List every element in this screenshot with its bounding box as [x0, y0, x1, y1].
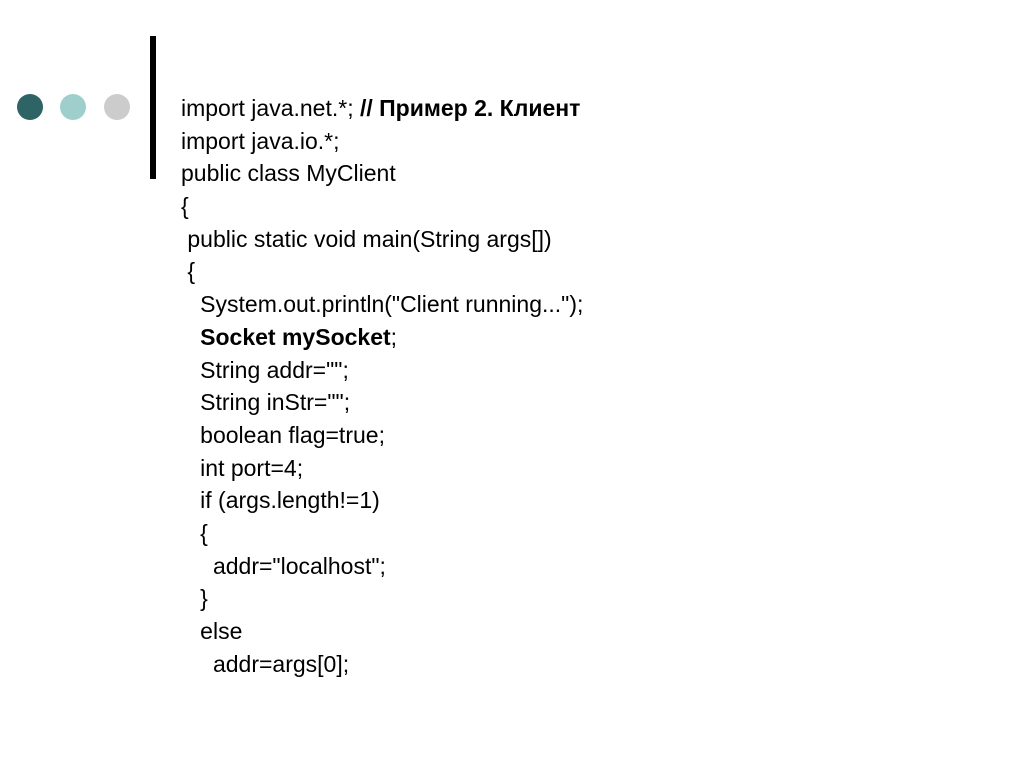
decorative-dot-dark-teal [17, 94, 43, 120]
code-text: ; [390, 323, 398, 350]
code-line: public static void main(String args[]) [181, 225, 552, 252]
code-line: { [181, 519, 208, 546]
code-line-socket-declaration: Socket mySocket; [181, 321, 1001, 354]
code-line: System.out.println("Client running..."); [181, 291, 584, 318]
code-line-imports-net: import java.net.*; // Пример 2. Клиент [181, 92, 1001, 125]
decorative-dot-gray [104, 94, 130, 120]
code-line: String addr=""; [181, 356, 349, 383]
socket-declaration: Socket mySocket [200, 323, 391, 350]
code-line: { [181, 258, 196, 285]
code-line: boolean flag=true; [181, 421, 385, 448]
code-line: addr=args[0]; [181, 650, 350, 677]
code-line: } [181, 585, 208, 612]
code-listing: import java.net.*; // Пример 2. Клиент i… [181, 92, 1001, 680]
code-line: addr="localhost"; [181, 552, 386, 579]
code-line: import java.io.*; [181, 127, 340, 154]
decorative-vertical-bar [150, 36, 156, 179]
code-line: String inStr=""; [181, 389, 351, 416]
decorative-dot-light-teal [60, 94, 86, 120]
code-line: if (args.length!=1) [181, 487, 380, 514]
code-line: int port=4; [181, 454, 304, 481]
code-indent [181, 324, 200, 350]
example-title-comment: // Пример 2. Клиент [359, 95, 581, 121]
code-text: import java.net.*; [181, 95, 360, 121]
code-line: { [181, 193, 189, 220]
code-line: public class MyClient [181, 160, 396, 187]
code-line: else [181, 618, 243, 644]
